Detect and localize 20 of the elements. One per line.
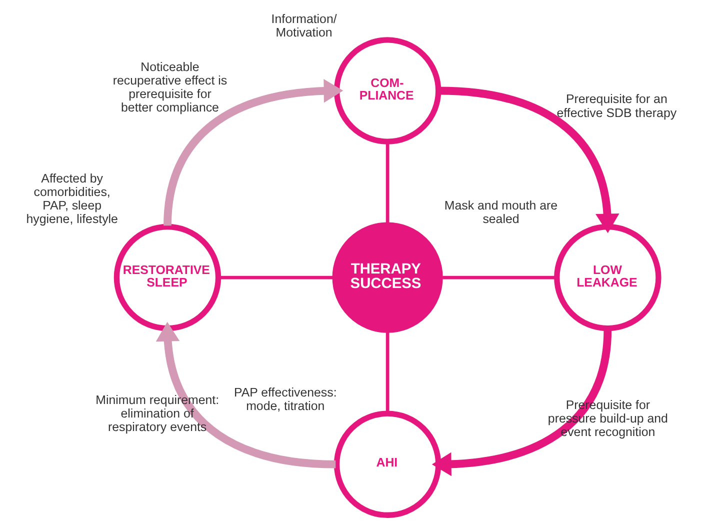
edge-label: Prerequisite for an effective SDB therapy xyxy=(556,92,676,120)
arrow xyxy=(155,322,336,468)
node-label: Affected by comorbidities, PAP, sleep hygiene, lifestyle xyxy=(26,172,118,226)
node-circle: COM- PLIANCE xyxy=(333,37,441,144)
arrow xyxy=(438,86,619,234)
node-circle: LOW LEAKAGE xyxy=(554,224,661,332)
connector xyxy=(385,332,389,414)
node-circle: AHI xyxy=(333,410,441,518)
connector xyxy=(442,276,556,280)
connector xyxy=(385,142,389,223)
arrow xyxy=(431,329,612,476)
edge-label: Noticeable recuperative effect is prerequisite for better compliance xyxy=(112,60,227,115)
edge-label: Minimum requirement: elimination of respiratory events xyxy=(95,393,219,434)
node-circle: THERAPY SUCCESS xyxy=(332,222,442,333)
node-label: Information/ Motivation xyxy=(270,12,336,40)
node-circle: RESTORATIVE SLEEP xyxy=(113,224,221,332)
connector xyxy=(218,276,332,280)
node-label: PAP effectiveness: mode, titration xyxy=(234,385,336,413)
node-label: Mask and mouth are sealed xyxy=(444,198,558,226)
arrow xyxy=(163,79,343,226)
